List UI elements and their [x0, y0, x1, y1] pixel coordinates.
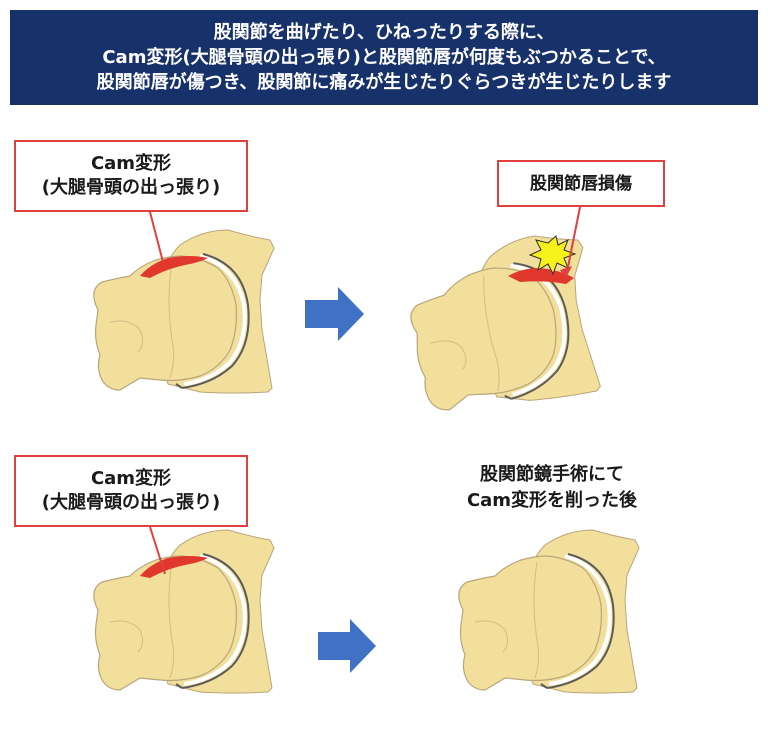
- caption-after-line1: 股関節鏡手術にて: [432, 462, 672, 488]
- callout-cam-bottom-line2: (大腿骨頭の出っ張り): [42, 491, 220, 515]
- callout-labrum-injury-label: 股関節唇損傷: [530, 172, 632, 196]
- callout-cam-bottom: Cam変形 (大腿骨頭の出っ張り): [14, 455, 248, 527]
- callout-labrum-injury: 股関節唇損傷: [497, 160, 665, 207]
- hip-joint-bottom-left: [94, 530, 274, 693]
- callout-cam-bottom-line1: Cam変形: [91, 467, 171, 491]
- right-arrow-icon: [305, 287, 364, 341]
- callout-cam-top-line1: Cam変形: [91, 152, 171, 176]
- hip-joint-top-left: [94, 230, 274, 393]
- hip-joint-bottom-right: [459, 530, 639, 693]
- callout-pointer-top-left: [150, 212, 163, 262]
- caption-after-surgery: 股関節鏡手術にて Cam変形を削った後: [432, 462, 672, 514]
- callout-cam-top-line2: (大腿骨頭の出っ張り): [42, 176, 220, 200]
- hip-joint-top-right: [402, 230, 603, 416]
- callout-cam-top: Cam変形 (大腿骨頭の出っ張り): [14, 140, 248, 212]
- caption-after-line2: Cam変形を削った後: [432, 488, 672, 514]
- right-arrow-icon-2: [318, 619, 376, 673]
